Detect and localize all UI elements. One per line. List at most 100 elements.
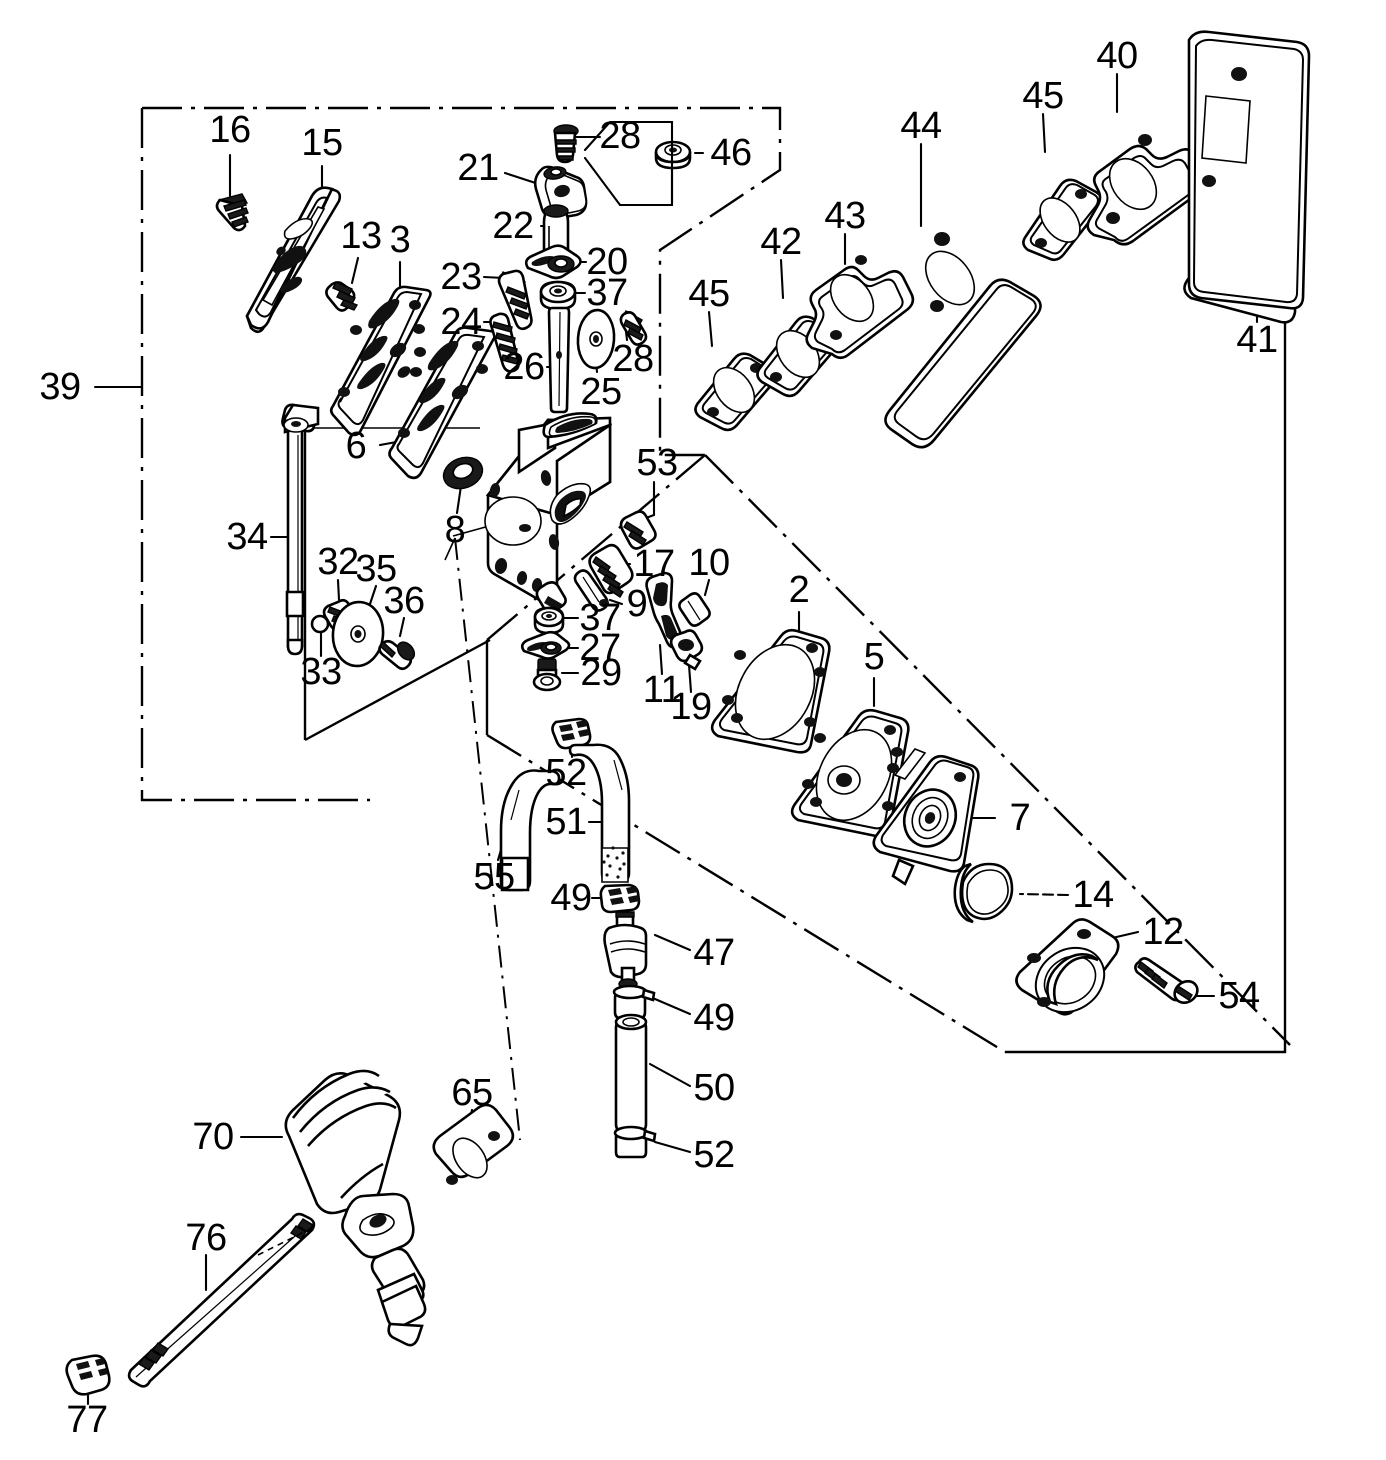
part-8-plug xyxy=(442,456,501,537)
callout-number-37-lower: 37 xyxy=(579,597,621,639)
part-54-screw xyxy=(1134,957,1216,1004)
part-16-screw xyxy=(215,153,249,232)
callout-number-44: 44 xyxy=(900,105,942,147)
part-10-pin xyxy=(678,578,711,627)
part-50-fuel-line xyxy=(614,1013,692,1132)
part-36-screw xyxy=(378,616,416,671)
part-76-bolt xyxy=(127,1212,316,1388)
part-6-diaphragm xyxy=(378,326,497,480)
callout-number-65: 65 xyxy=(451,1072,493,1114)
callout-number-70: 70 xyxy=(192,1116,234,1158)
part-14-disc xyxy=(953,862,1070,924)
callout-number-77: 77 xyxy=(66,1399,108,1441)
callout-number-52-lower: 52 xyxy=(693,1134,735,1176)
callout-number-42: 42 xyxy=(760,221,802,263)
callout-number-20: 20 xyxy=(586,241,628,283)
callout-number-28-second: 28 xyxy=(612,338,654,380)
callout-number-23: 23 xyxy=(440,256,482,298)
part-11-lever xyxy=(645,571,684,676)
callout-number-21: 21 xyxy=(457,147,499,189)
part-15-cover-plate xyxy=(245,164,342,334)
part-28-top-screw xyxy=(553,124,602,164)
callout-number-49-upper: 49 xyxy=(550,877,592,919)
callout-number-53: 53 xyxy=(636,442,678,484)
callout-number-9: 9 xyxy=(626,583,648,625)
part-34-shaft xyxy=(269,403,320,656)
part-37-upper-washer xyxy=(539,280,587,311)
part-44-plate xyxy=(884,142,1042,449)
callout-number-13: 13 xyxy=(340,215,382,257)
callout-number-40: 40 xyxy=(1096,35,1138,77)
part-65-gasket xyxy=(432,1103,515,1185)
callout-number-41: 41 xyxy=(1236,319,1278,361)
part-77-nut xyxy=(65,1354,111,1406)
callout-number-39: 39 xyxy=(39,366,81,408)
callout-number-6: 6 xyxy=(345,425,367,467)
carburetor-body xyxy=(484,412,613,613)
part-24-spring xyxy=(482,312,520,373)
callout-number-36: 36 xyxy=(383,580,425,622)
part-25-disc xyxy=(576,308,616,374)
part-19-fitting xyxy=(669,629,704,694)
callout-number-32: 32 xyxy=(317,541,359,583)
part-51-fuel-hose xyxy=(568,743,631,883)
part-49-lower-clamp xyxy=(612,984,692,1020)
callout-number-29: 29 xyxy=(580,652,622,694)
callout-number-43: 43 xyxy=(824,195,866,237)
callout-number-54: 54 xyxy=(1218,975,1260,1017)
part-43-insulator xyxy=(805,232,915,360)
callout-number-37-upper: 37 xyxy=(586,272,628,314)
part-41-cover xyxy=(1183,30,1311,324)
part-29-plug xyxy=(532,658,580,692)
part-13-screws xyxy=(325,256,360,312)
callout-number-11: 11 xyxy=(642,669,682,711)
callout-number-55: 55 xyxy=(473,856,515,898)
part-28-second-screw xyxy=(619,310,648,346)
callout-number-25: 25 xyxy=(580,371,622,413)
part-26-needle xyxy=(545,306,571,414)
part-33-ball xyxy=(310,614,330,658)
callout-number-26: 26 xyxy=(503,346,545,388)
part-45a-gasket xyxy=(694,310,777,432)
part-35-disc xyxy=(331,584,385,668)
callout-number-45-a: 45 xyxy=(688,273,730,315)
callout-number-3: 3 xyxy=(389,219,411,261)
callout-number-45-b: 45 xyxy=(1022,75,1064,117)
callout-number-22: 22 xyxy=(492,205,534,247)
part-46-grommet xyxy=(583,120,705,207)
part-20-clip xyxy=(524,244,588,280)
group-boundary-lower-right xyxy=(485,100,1291,1054)
part-52-lower-clamp xyxy=(613,1125,692,1159)
callout-number-49-lower: 49 xyxy=(693,997,735,1039)
callout-number-24: 24 xyxy=(440,301,482,343)
callout-number-52-upper: 52 xyxy=(545,752,587,794)
group-boundary-39 xyxy=(140,106,782,802)
part-23-screw xyxy=(482,269,533,331)
callout-number-28-top: 28 xyxy=(599,115,641,157)
callout-number-16: 16 xyxy=(209,109,251,151)
callout-number-8: 8 xyxy=(444,509,466,551)
part-49-upper-clamp xyxy=(590,883,641,914)
callout-number-76: 76 xyxy=(185,1217,227,1259)
callout-number-14: 14 xyxy=(1072,874,1114,916)
part-70-muffler xyxy=(239,1069,427,1347)
callout-number-27: 27 xyxy=(579,627,621,669)
callout-number-47: 47 xyxy=(693,932,735,974)
callout-number-15: 15 xyxy=(301,122,343,164)
part-27-clip xyxy=(520,630,580,660)
part-17-spring xyxy=(588,543,634,598)
callout-number-10: 10 xyxy=(688,542,730,584)
part-7-pump-body xyxy=(872,748,997,886)
callout-number-34: 34 xyxy=(226,516,268,558)
callout-number-12: 12 xyxy=(1142,911,1184,953)
assembly-guide-line-65 xyxy=(444,537,521,1141)
part-9-needle xyxy=(573,569,624,612)
callout-number-35: 35 xyxy=(355,548,397,590)
callout-number-46: 46 xyxy=(710,132,752,174)
part-2-gasket xyxy=(710,610,831,754)
part-37-lower-washer xyxy=(533,606,580,635)
callout-number-50: 50 xyxy=(693,1067,735,1109)
callout-number-51: 51 xyxy=(545,801,587,843)
